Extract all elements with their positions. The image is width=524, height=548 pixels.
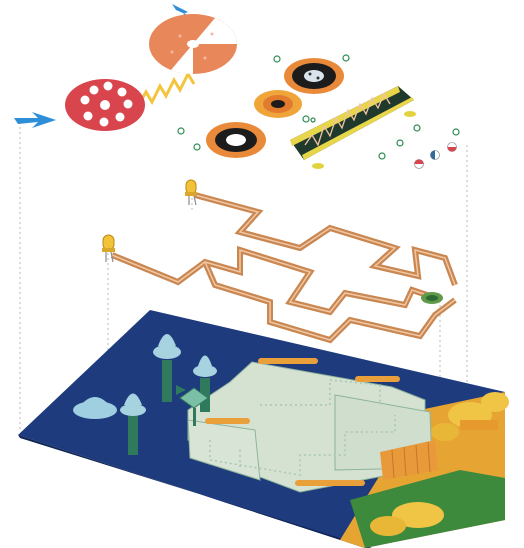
ring-top <box>284 58 344 94</box>
led-2 <box>102 234 115 263</box>
copper-tape-circuit <box>110 192 458 344</box>
coil-capacitor <box>290 86 416 169</box>
castle-brick-band <box>380 440 438 480</box>
wheel <box>65 79 145 131</box>
castle-battlements <box>205 358 400 486</box>
split-snap-buttons <box>414 142 457 169</box>
base-board <box>18 310 509 548</box>
ring-middle <box>254 90 302 118</box>
hedge-domes <box>370 392 509 536</box>
ring-bottom <box>206 122 266 158</box>
bolt-top <box>172 4 204 24</box>
led-1 <box>185 179 197 206</box>
castle-illustration <box>73 334 438 493</box>
guide-lines <box>19 122 468 455</box>
castle-left-wing <box>187 419 261 481</box>
spinner-disc <box>149 14 237 75</box>
castle-towers <box>73 334 217 455</box>
trace-junction <box>421 292 443 304</box>
ring-components <box>206 58 344 158</box>
lightning-bolt <box>14 4 204 128</box>
bolt-left <box>14 112 56 128</box>
castle-diamond-flag <box>176 385 209 426</box>
castle-circuit-marks <box>209 379 396 476</box>
snap-fasteners <box>177 54 460 169</box>
